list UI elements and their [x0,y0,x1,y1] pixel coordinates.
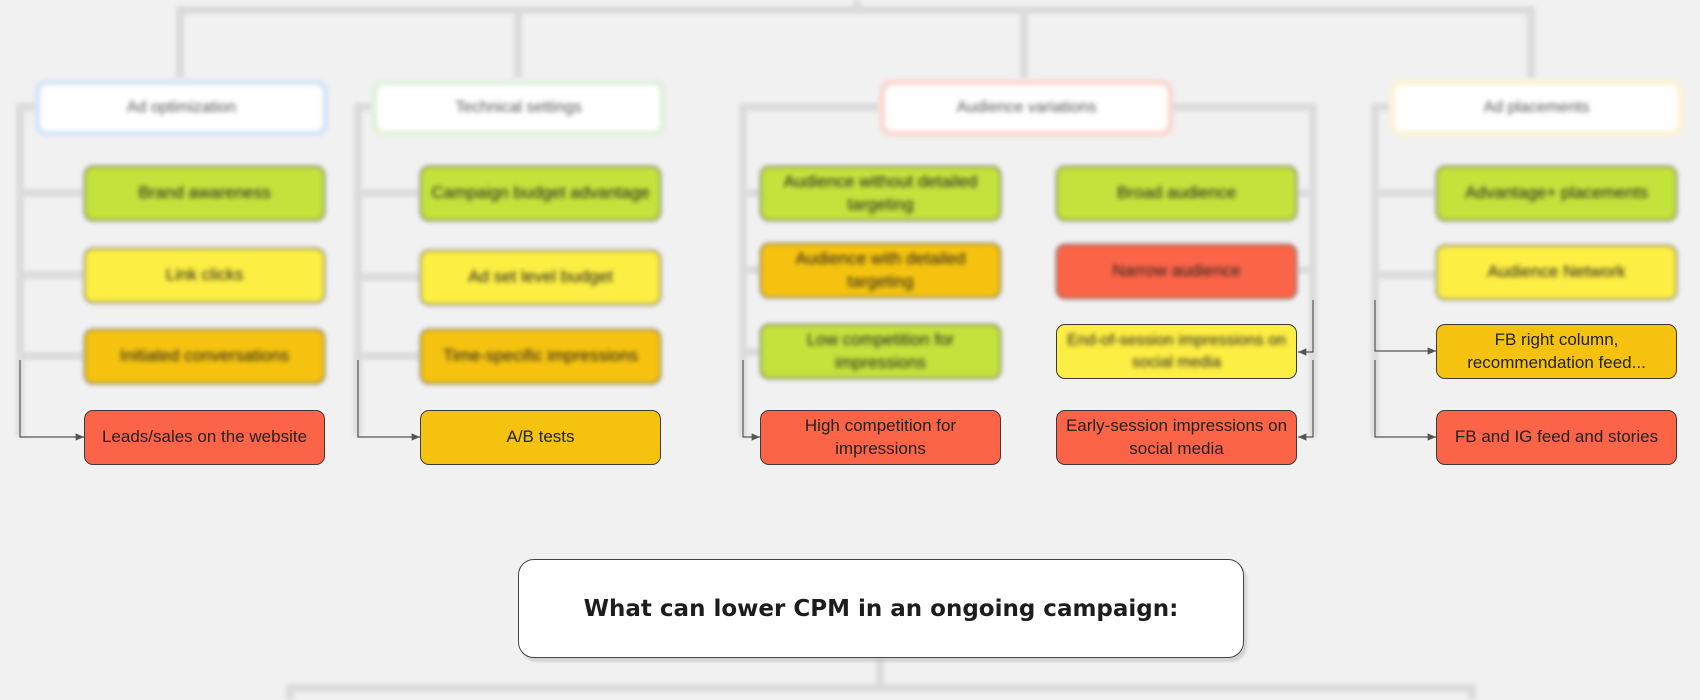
item-advantage-placements[interactable]: Advantage+ placements [1436,166,1677,221]
item-initiated-conversations[interactable]: Initiated conversations [84,329,325,384]
item-narrow-audience[interactable]: Narrow audience [1056,244,1297,299]
category-ad-placements[interactable]: Ad placements [1390,80,1683,136]
main-question-label: What can lower CPM in an ongoing campaig… [583,595,1179,622]
item-audience-with-detailed-targeting[interactable]: Audience with detailed targeting [760,243,1001,298]
item-end-of-session-label: End-of-session impressions on social med… [1067,331,1286,371]
item-ab-tests[interactable]: A/B tests [420,410,661,465]
item-time-specific-impressions[interactable]: Time-specific impressions [420,329,661,384]
item-ad-set-level-budget[interactable]: Ad set level budget [420,250,661,305]
item-fb-right-column[interactable]: FB right column, recommendation feed... [1436,324,1677,379]
item-link-clicks[interactable]: Link clicks [84,248,325,303]
item-leads-sales[interactable]: Leads/sales on the website [84,410,325,465]
category-audience-variations[interactable]: Audience variations [880,80,1173,136]
item-early-session-impressions[interactable]: Early-session impressions on social medi… [1056,410,1297,465]
category-ad-optimization[interactable]: Ad optimization [35,80,328,136]
item-audience-without-detailed-targeting[interactable]: Audience without detailed targeting [760,166,1001,221]
item-brand-awareness[interactable]: Brand awareness [84,166,325,221]
main-question-node[interactable]: What can lower CPM in an ongoing campaig… [518,559,1244,658]
item-high-competition[interactable]: High competition for impressions [760,410,1001,465]
item-broad-audience[interactable]: Broad audience [1056,166,1297,221]
category-technical-settings[interactable]: Technical settings [372,80,665,136]
item-fb-ig-feed-stories[interactable]: FB and IG feed and stories [1436,410,1677,465]
item-low-competition[interactable]: Low competition for impressions [760,324,1001,379]
item-campaign-budget-advantage[interactable]: Campaign budget advantage [420,166,661,221]
item-audience-network[interactable]: Audience Network [1436,245,1677,300]
item-end-of-session-impressions[interactable]: End-of-session impressions on social med… [1056,324,1297,379]
